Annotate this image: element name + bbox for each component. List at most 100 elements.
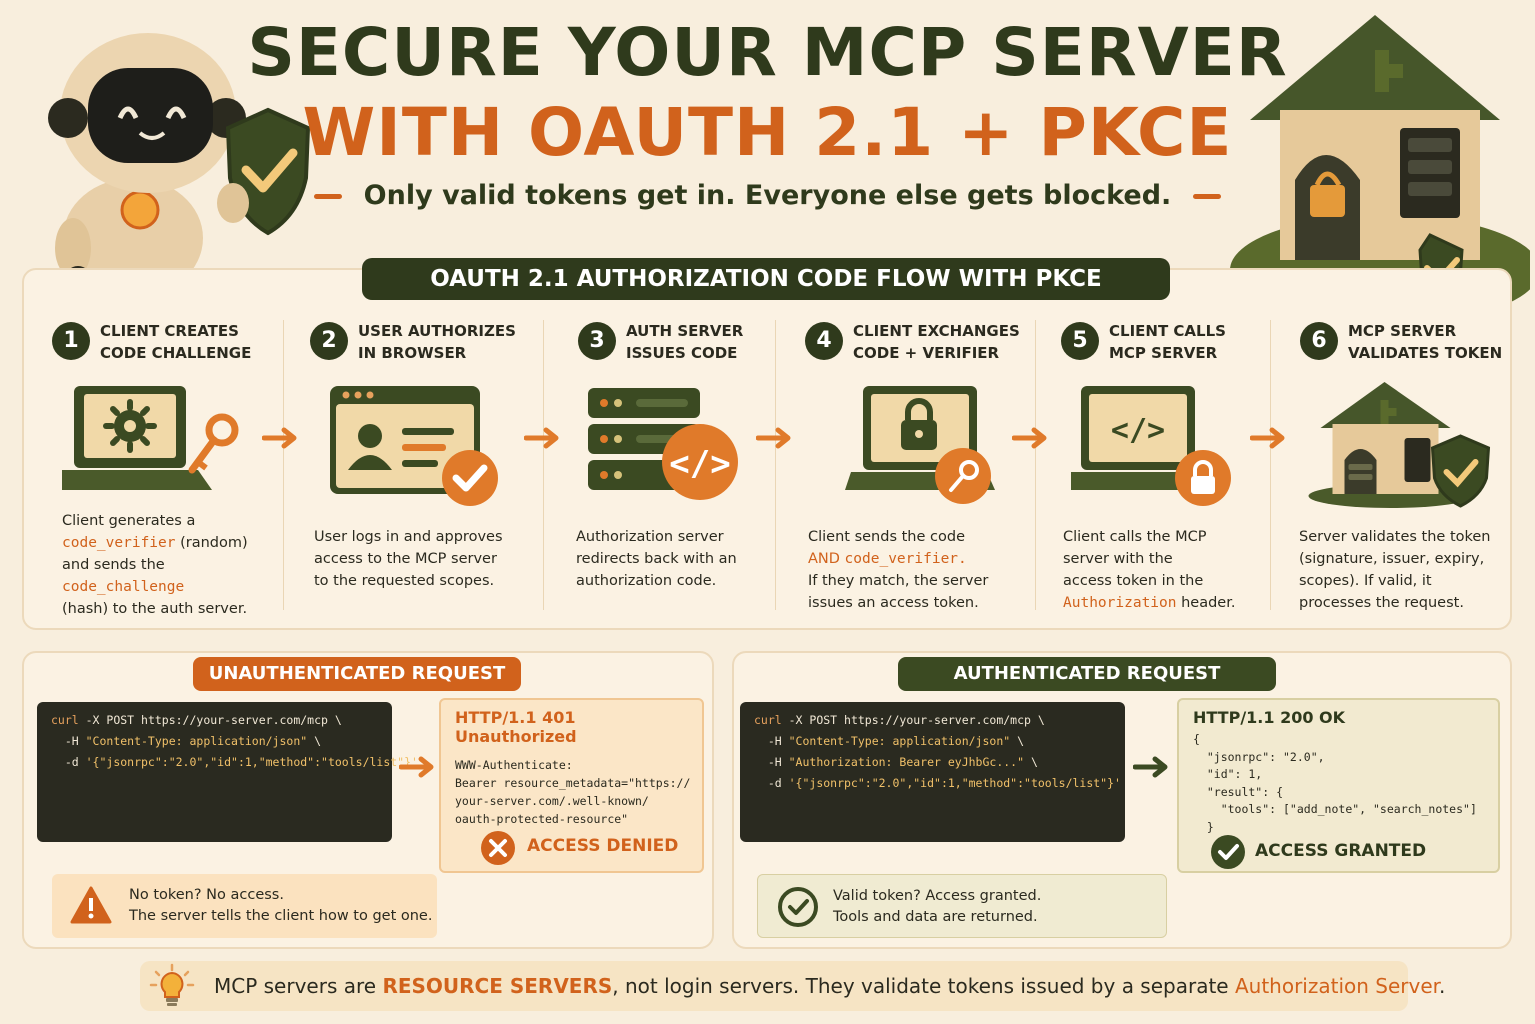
note-line: Valid token? Access granted.: [833, 888, 1042, 904]
code-token: -d: [754, 776, 789, 790]
step-desc-line: (signature, issuer, expiry,: [1299, 551, 1485, 567]
code-token: -H: [51, 734, 86, 748]
step-divider: [283, 320, 284, 610]
svg-text:</>: </>: [1111, 413, 1165, 448]
response-headers: WWW-Authenticate: Bearer resource_metada…: [455, 758, 691, 826]
step-title: CLIENT CALLS MCP SERVER: [1109, 320, 1279, 364]
step-desc-line: User logs in and approves: [314, 529, 503, 545]
laptop-gear-key-icon: [62, 386, 239, 490]
step-title: CLIENT CREATES CODE CHALLENGE: [100, 320, 270, 364]
step-number: 5: [1061, 322, 1099, 360]
step-desc-line: Client sends the code: [808, 529, 965, 545]
server-rack-code-icon: </>: [588, 388, 738, 500]
step-number: 3: [578, 322, 616, 360]
auth-code-block: curl -X POST https://your-server.com/mcp…: [740, 702, 1125, 842]
response-status-line: HTTP/1.1 401 Unauthorized: [455, 708, 577, 746]
step-divider: [543, 320, 544, 610]
code-token: \: [307, 734, 322, 748]
note-line: Tools and data are returned.: [833, 909, 1038, 925]
resource-servers-term: RESOURCE SERVERS: [382, 974, 613, 998]
unauth-note: No token? No access. The server tells th…: [52, 874, 437, 938]
step-desc-line: redirects back with an: [576, 551, 737, 567]
code-token: "Content-Type: application/json": [85, 734, 308, 748]
arrow-right-icon: [399, 756, 434, 778]
step-divider: [1270, 320, 1271, 610]
page-title-line1: SECURE YOUR MCP SERVER: [247, 14, 1288, 91]
code-token: \: [1024, 755, 1038, 769]
flow-step-2: 2 USER AUTHORIZES IN BROWSER User logs i…: [280, 300, 520, 620]
check-circle-icon: [778, 887, 818, 927]
step-desc-line: authorization code.: [576, 573, 717, 589]
code-verifier-term: code_verifier.: [844, 551, 967, 567]
step-description: Client sends the code AND code_verifier.…: [808, 526, 1008, 614]
authorization-server-term: Authorization Server: [1234, 974, 1440, 998]
step-desc-text: (random): [175, 535, 248, 551]
code-token: '{"jsonrpc":"2.0","id":1,"method":"tools…: [85, 755, 418, 769]
arrow-right-icon: [1133, 756, 1168, 778]
lightbulb-icon: [149, 963, 195, 1006]
response-status-line: HTTP/1.1 200 OK: [1193, 708, 1346, 727]
step-description: User logs in and approves access to the …: [314, 526, 514, 592]
step-title-line: MCP SERVER: [1109, 344, 1218, 362]
step-title-line: CLIENT EXCHANGES: [853, 322, 1020, 340]
step-desc-line: Authorization header.: [1063, 592, 1263, 614]
step-title-line: MCP SERVER: [1348, 322, 1457, 340]
svg-text:</>: </>: [669, 444, 730, 484]
unauth-code-block: curl -X POST https://your-server.com/mcp…: [37, 702, 418, 842]
and-term: AND: [808, 551, 845, 567]
browser-login-check-icon: [330, 386, 498, 506]
arrow-right-icon: [1012, 427, 1047, 449]
step-title: USER AUTHORIZES IN BROWSER: [358, 320, 528, 364]
warning-icon: [70, 886, 112, 924]
step-desc-line: issues an access token.: [808, 595, 979, 611]
robot-mascot-icon: [48, 33, 311, 273]
step-title-line: CLIENT CALLS: [1109, 322, 1226, 340]
response-json: { "jsonrpc": "2.0", "id": 1, "result": {…: [1193, 732, 1477, 834]
note-line: No token? No access.: [129, 887, 284, 903]
step-desc-line: access token in the: [1063, 573, 1204, 589]
step-description: Authorization server redirects back with…: [576, 526, 776, 592]
code-token: curl: [754, 713, 782, 727]
step-desc-line: (hash) to the auth server.: [62, 601, 248, 617]
step-desc-line: server with the: [1063, 551, 1173, 567]
page-subtitle: Only valid tokens get in. Everyone else …: [0, 180, 1535, 211]
flow-step-1: 1 CLIENT CREATES CODE CHALLENGE Client g…: [22, 300, 262, 620]
step-desc-line: code_verifier (random): [62, 532, 262, 554]
code-token: -d: [51, 755, 86, 769]
step-title-line: VALIDATES TOKEN: [1348, 344, 1503, 362]
step-desc-line: Client generates a: [62, 513, 196, 529]
step-desc-line: AND code_verifier.: [808, 548, 1008, 570]
arrow-right-icon: [1250, 427, 1285, 449]
code-verifier-term: code_verifier: [62, 535, 176, 551]
code-token: -X POST https://your-server.com/mcp \: [78, 713, 342, 727]
arrow-right-icon: [524, 427, 559, 449]
code-token: -H: [754, 734, 789, 748]
flow-step-4: 4 CLIENT EXCHANGES CODE + VERIFIER Clien…: [775, 300, 1020, 620]
arrow-right-icon: [756, 427, 791, 449]
subtitle-text: Only valid tokens get in. Everyone else …: [363, 180, 1172, 211]
note-line: The server tells the client how to get o…: [129, 908, 433, 924]
check-circle-icon: [1211, 835, 1245, 869]
step-title-line: CODE + VERIFIER: [853, 344, 1000, 362]
code-token: '{"jsonrpc":"2.0","id":1,"method":"tools…: [788, 776, 1121, 790]
flow-step-6: 6 MCP SERVER VALIDATES TOKEN Server vali…: [1270, 300, 1510, 620]
code-token: curl: [51, 713, 79, 727]
access-denied-label: ACCESS DENIED: [527, 836, 679, 856]
step-desc-line: Client calls the MCP: [1063, 529, 1207, 545]
step-desc-line: processes the request.: [1299, 595, 1464, 611]
step-desc-line: If they match, the server: [808, 573, 989, 589]
code-token: \: [1010, 734, 1025, 748]
step-title-line: AUTH SERVER: [626, 322, 744, 340]
flow-step-5: 5 CLIENT CALLS MCP SERVER </> Client cal…: [1031, 300, 1271, 620]
page-title-line2: WITH OAUTH 2.1 + PKCE: [302, 94, 1233, 171]
code-challenge-term: code_challenge: [62, 579, 185, 595]
dash-decoration: [1193, 194, 1222, 199]
step-desc-line: to the requested scopes.: [314, 573, 495, 589]
code-token: "Authorization: Bearer eyJhbGc...": [788, 755, 1025, 769]
flow-step-3: 3 AUTH SERVER ISSUES CODE </> Authorizat…: [548, 300, 788, 620]
step-title: MCP SERVER VALIDATES TOKEN: [1348, 320, 1518, 364]
laptop-code-lock-icon: </>: [1071, 386, 1231, 506]
step-desc-line: Authorization server: [576, 529, 724, 545]
step-divider: [775, 320, 776, 610]
dash-decoration: [313, 194, 342, 199]
